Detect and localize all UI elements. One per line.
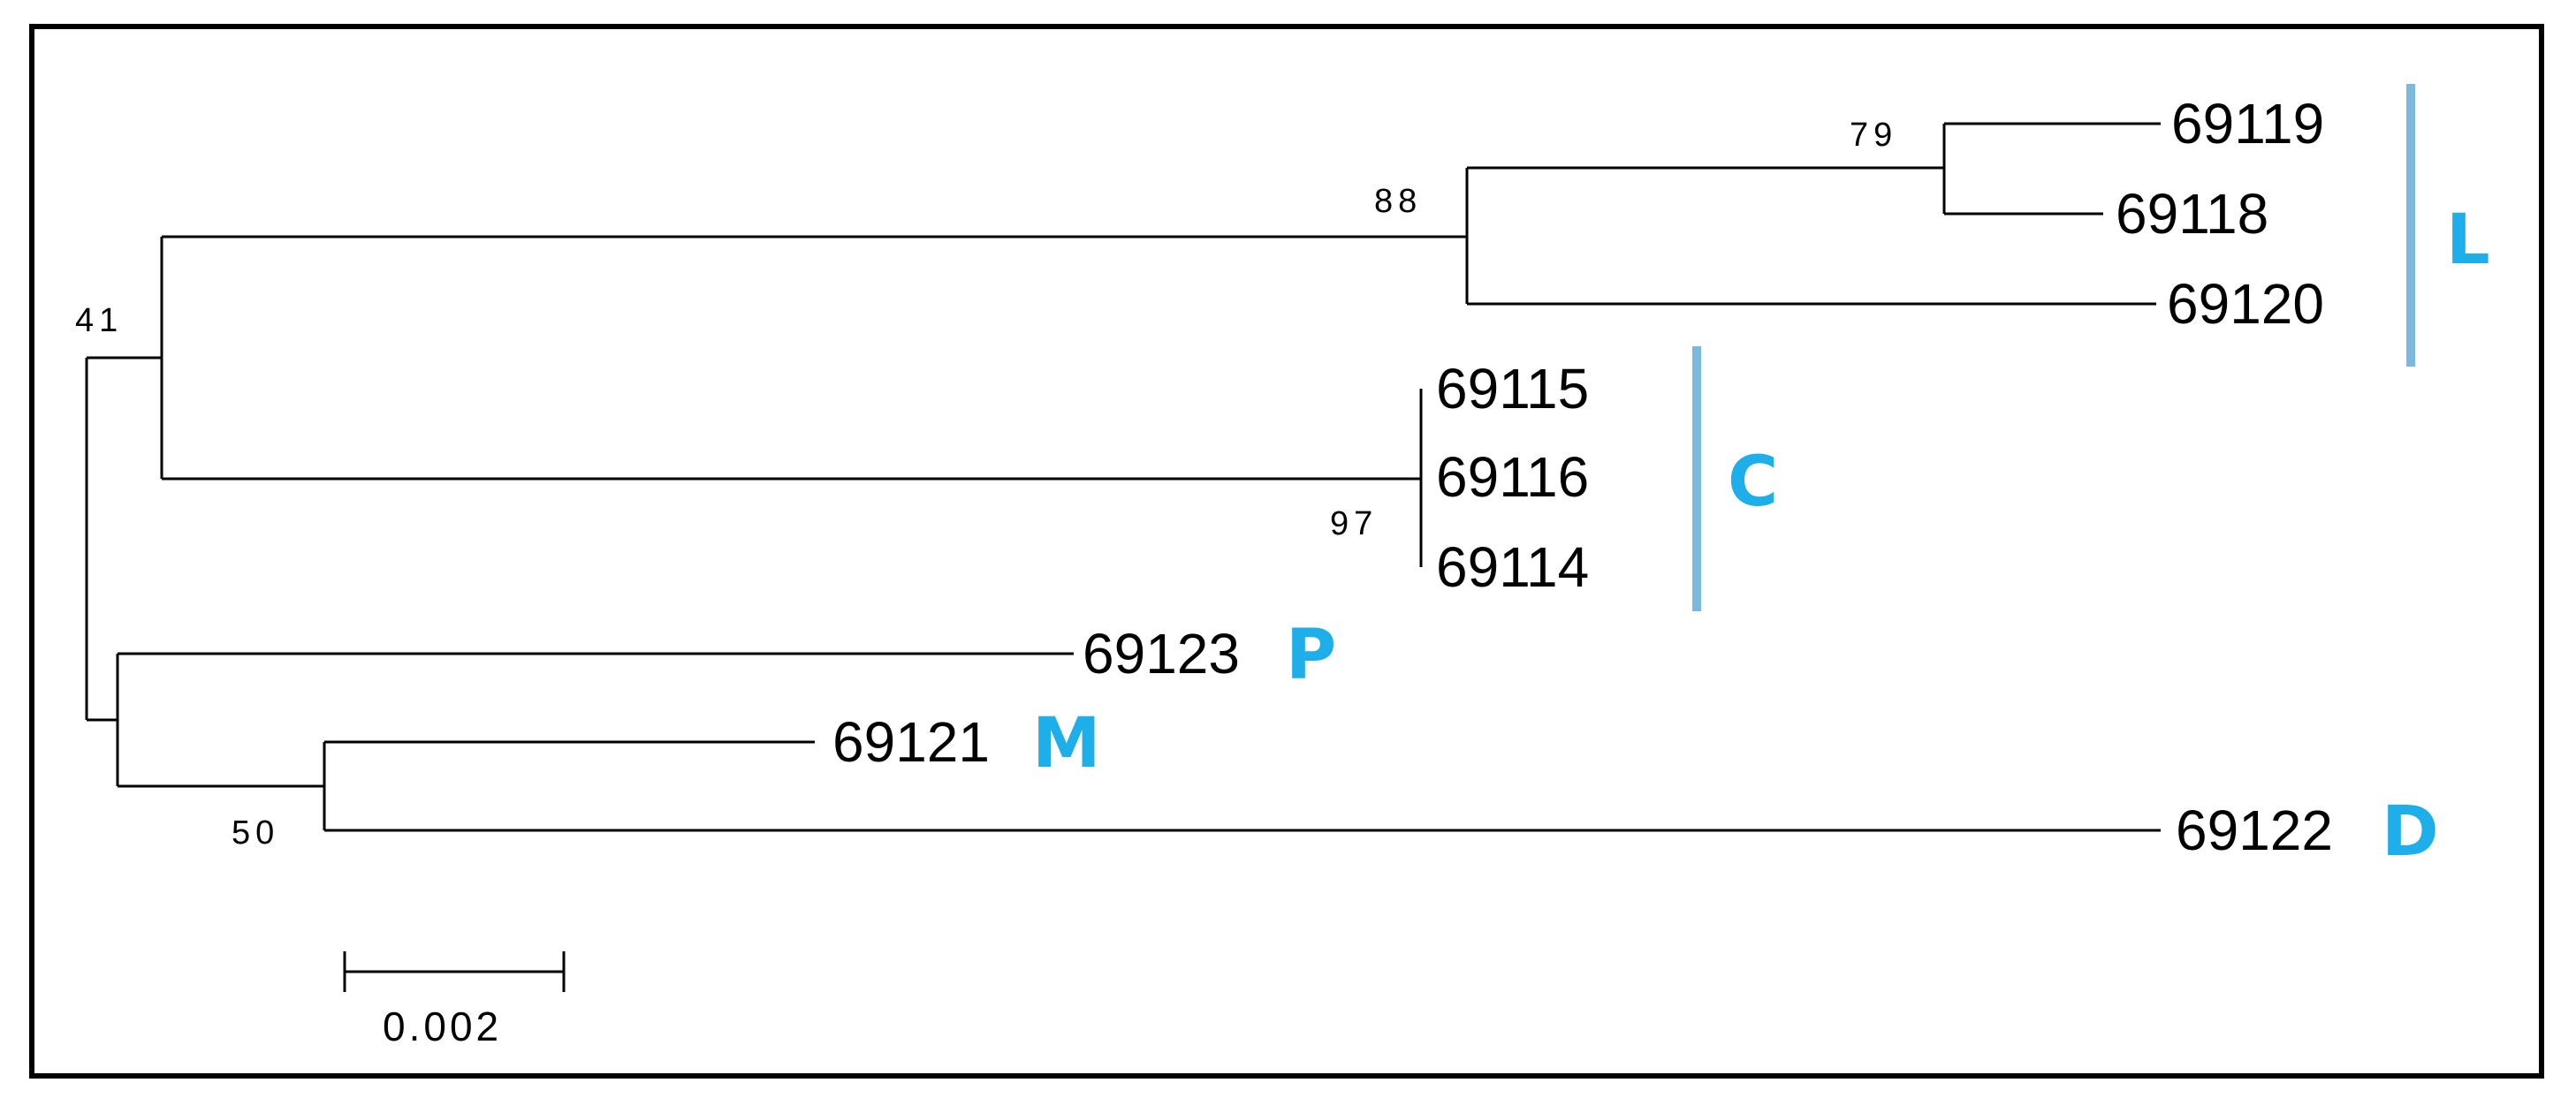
taxon-label: 69120 [2167, 272, 2324, 336]
figure-border [29, 24, 2544, 1079]
group-label-l: L [2446, 201, 2490, 280]
taxon-label: 69119 [2171, 92, 2324, 155]
scale-bar-label: 0.002 [383, 1003, 502, 1049]
group-label-c: C [1728, 443, 1778, 522]
support-root: 41 [75, 302, 123, 339]
taxon-label: 69115 [1436, 357, 1589, 420]
support-clade-c: 97 [1330, 505, 1378, 542]
taxon-label: 69114 [1436, 535, 1589, 599]
group-label-p: P [1286, 616, 1336, 695]
support-clade-l: 88 [1374, 183, 1422, 220]
taxon-label: 69122 [2176, 799, 2333, 862]
support-clade-md: 50 [232, 814, 279, 852]
group-label-m: M [1032, 704, 1101, 784]
taxon-label: 69123 [1083, 622, 1240, 685]
taxon-label: 69116 [1436, 445, 1589, 509]
support-l-sub: 79 [1850, 117, 1897, 154]
taxon-label: 69118 [2116, 182, 2268, 246]
scale-bar: 0.002 [343, 951, 566, 1049]
group-label-d: D [2382, 792, 2439, 872]
taxon-label: 69121 [832, 710, 990, 774]
